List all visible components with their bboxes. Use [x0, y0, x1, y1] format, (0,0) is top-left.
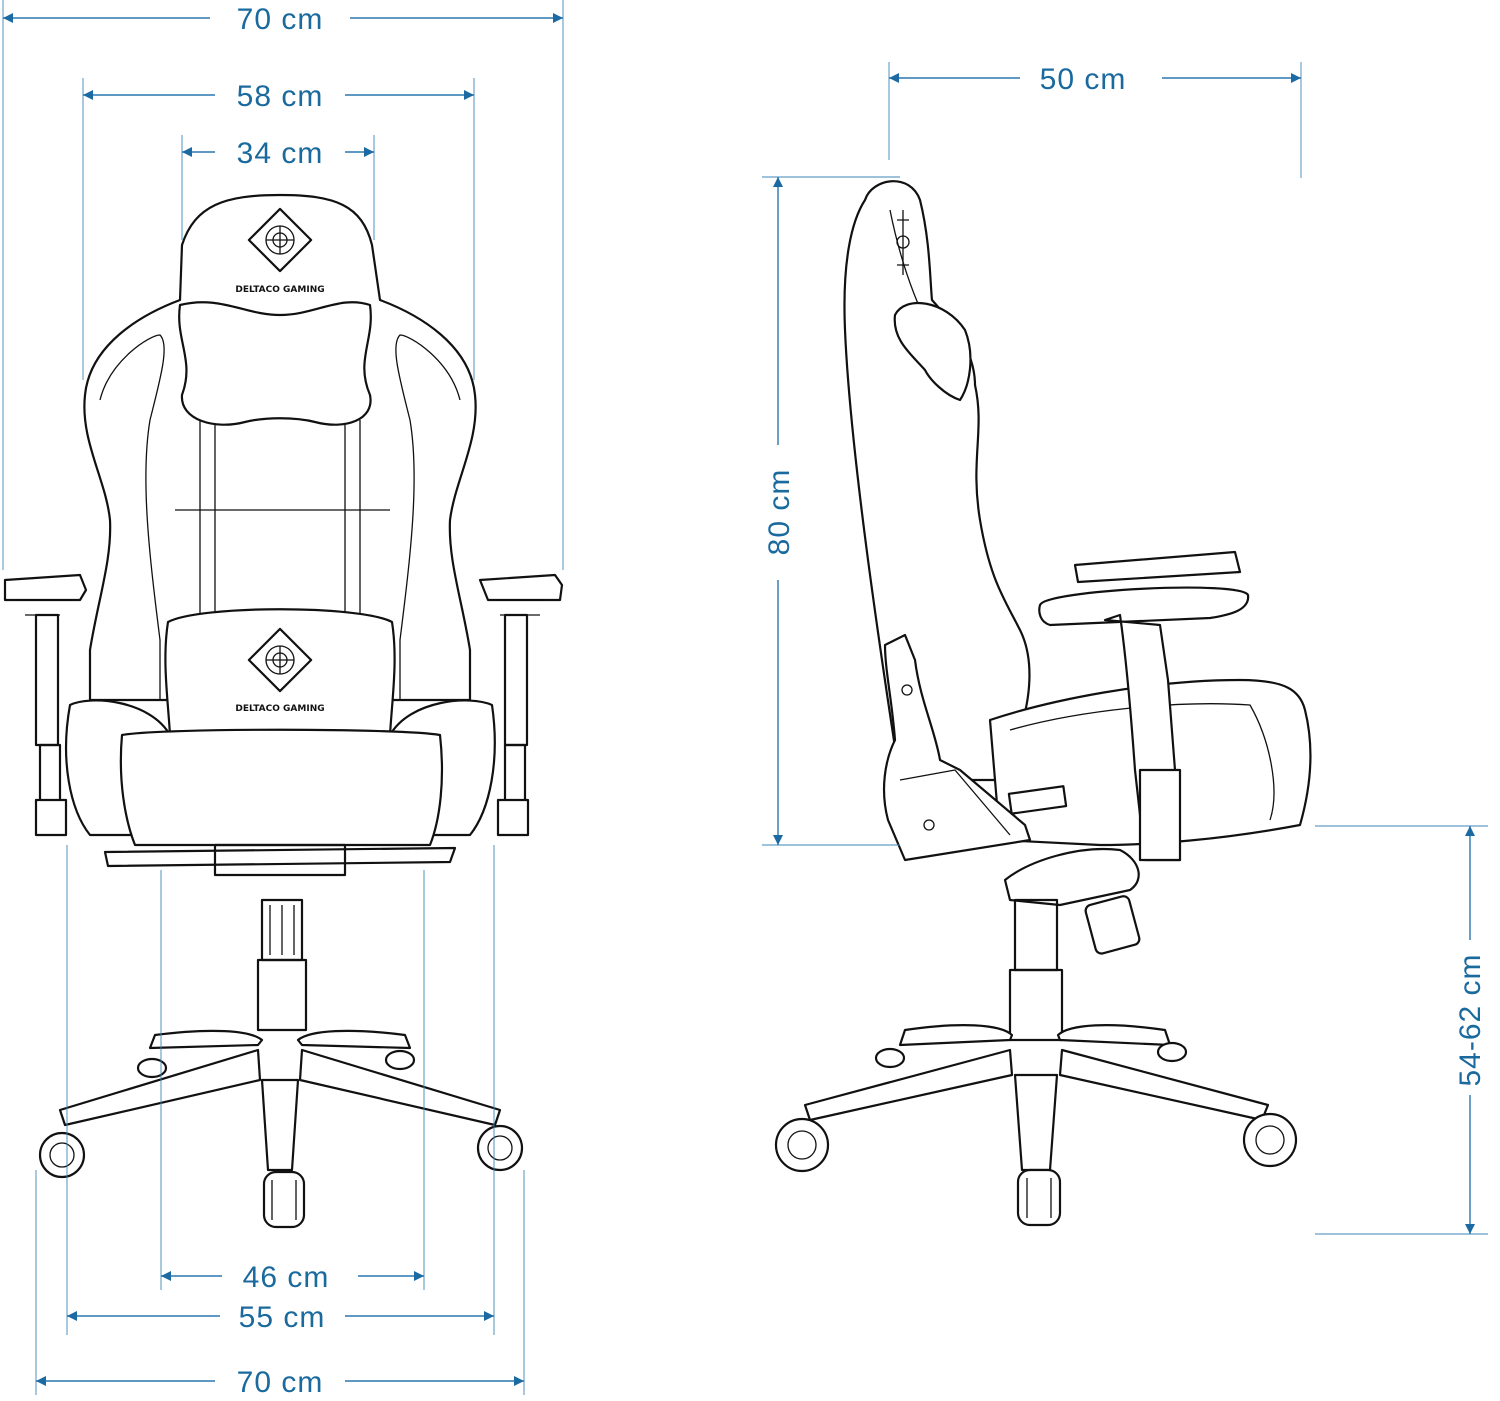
side-casters: [774, 1041, 1298, 1227]
left-armrest: [3, 573, 88, 837]
dim-armrest-span: 55 cm: [66, 845, 495, 1335]
label-headrest-width: 34 cm: [237, 137, 324, 170]
label-base-width: 70 cm: [237, 1366, 324, 1399]
front-chair-drawing: DELTACO GAMING DELTACO GAMING: [3, 193, 564, 1229]
dim-seat-height: 54-62 cm: [1315, 825, 1488, 1235]
right-armrest: [478, 573, 564, 837]
dim-base-width: 70 cm: [35, 1170, 525, 1399]
label-backrest-height: 80 cm: [763, 469, 796, 556]
label-seat-height: 54-62 cm: [1454, 953, 1487, 1086]
dim-overall-width-top: 70 cm: [2, 0, 564, 570]
label-armrest-span: 55 cm: [239, 1301, 326, 1334]
dim-backrest-height: 80 cm: [762, 176, 900, 846]
brand-logo-top: [247, 207, 313, 273]
dim-seat-width: 46 cm: [160, 870, 425, 1294]
label-backrest-width: 58 cm: [237, 80, 324, 113]
label-overall-width: 70 cm: [237, 3, 324, 36]
brand-logo-lumbar: [247, 627, 313, 693]
dim-backrest-width: 58 cm: [82, 78, 475, 380]
label-depth: 50 cm: [1040, 63, 1127, 96]
front-casters: [38, 1049, 524, 1229]
dim-headrest-width: 34 cm: [181, 135, 375, 240]
brand-label-lumbar: DELTACO GAMING: [235, 704, 324, 714]
side-chair-drawing: [774, 180, 1312, 1227]
label-seat-width: 46 cm: [243, 1261, 330, 1294]
dim-depth: 50 cm: [888, 62, 1302, 178]
brand-label-top: DELTACO GAMING: [235, 285, 324, 295]
